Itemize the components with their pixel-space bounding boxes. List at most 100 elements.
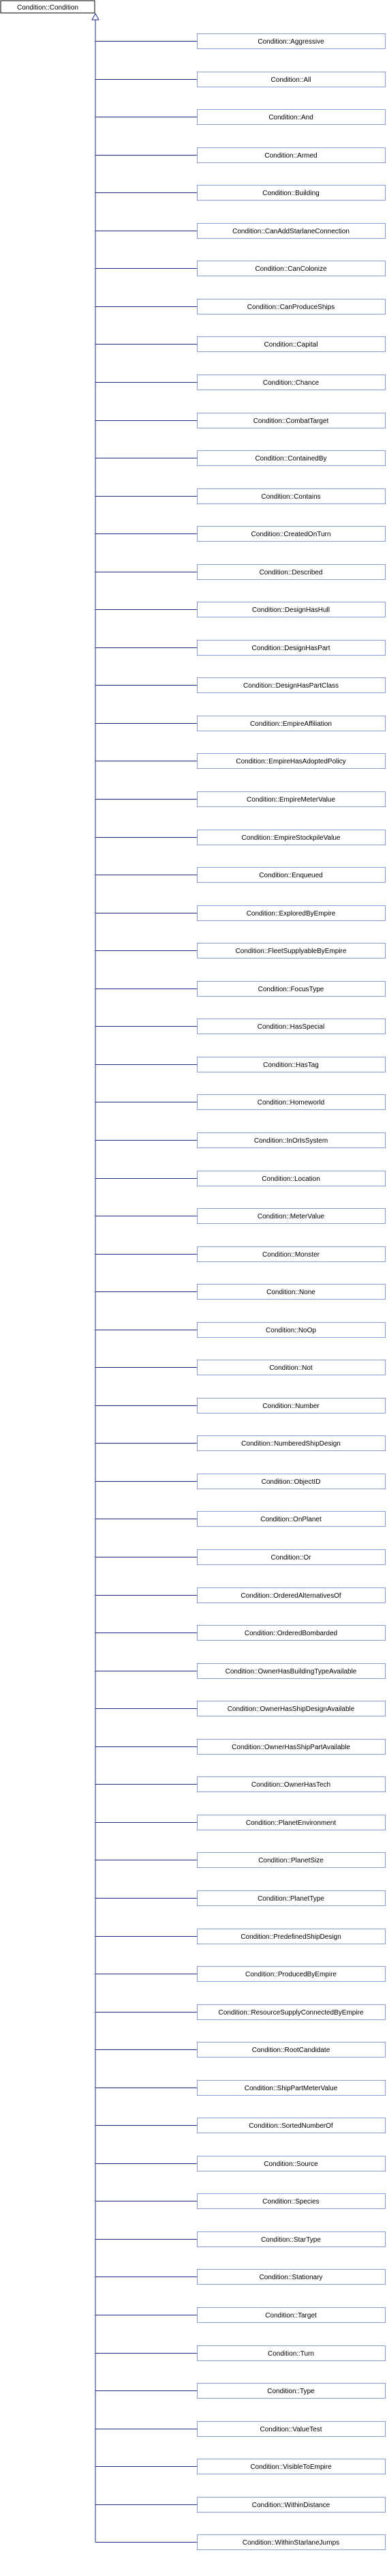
- class-node-owner-has-building-type-available[interactable]: Condition::OwnerHasBuildingTypeAvailable: [197, 1663, 386, 1679]
- class-node-not[interactable]: Condition::Not: [197, 1360, 386, 1375]
- class-node-numbered-ship-design[interactable]: Condition::NumberedShipDesign: [197, 1435, 386, 1451]
- class-node-focus-type[interactable]: Condition::FocusType: [197, 981, 386, 997]
- class-node-species[interactable]: Condition::Species: [197, 2193, 386, 2209]
- class-node-turn[interactable]: Condition::Turn: [197, 2345, 386, 2361]
- class-box: [197, 1929, 386, 1944]
- class-node-object-id[interactable]: Condition::ObjectID: [197, 1474, 386, 1489]
- class-node-contained-by[interactable]: Condition::ContainedBy: [197, 450, 386, 466]
- class-label: Condition::ObjectID: [262, 1478, 321, 1486]
- class-box: [197, 830, 386, 845]
- class-node-number[interactable]: Condition::Number: [197, 1398, 386, 1414]
- class-node-owner-has-ship-design-available[interactable]: Condition::OwnerHasShipDesignAvailable: [197, 1701, 386, 1716]
- class-label: Condition::PredefinedShipDesign: [241, 1933, 341, 1941]
- class-node-source[interactable]: Condition::Source: [197, 2156, 386, 2171]
- class-box: [197, 1322, 386, 1338]
- class-node-planet-type[interactable]: Condition::PlanetType: [197, 1890, 386, 1906]
- class-node-meter-value[interactable]: Condition::MeterValue: [197, 1208, 386, 1224]
- class-label: Condition::Target: [265, 2312, 317, 2319]
- class-label: Condition::WithinStarlaneJumps: [243, 2539, 339, 2547]
- class-node-can-colonize[interactable]: Condition::CanColonize: [197, 261, 386, 276]
- class-box: [197, 1474, 386, 1489]
- class-node-described[interactable]: Condition::Described: [197, 564, 386, 580]
- class-node-none[interactable]: Condition::None: [197, 1284, 386, 1300]
- class-node-in-or-is-system[interactable]: Condition::InOrIsSystem: [197, 1132, 386, 1148]
- class-node-or[interactable]: Condition::Or: [197, 1549, 386, 1565]
- class-node-aggressive[interactable]: Condition::Aggressive: [197, 33, 386, 49]
- class-node-homeworld[interactable]: Condition::Homeworld: [197, 1094, 386, 1110]
- class-box: [197, 1171, 386, 1186]
- class-node-within-distance[interactable]: Condition::WithinDistance: [197, 2497, 386, 2513]
- class-label: Condition::Source: [264, 2161, 318, 2168]
- class-node-owner-has-ship-part-available[interactable]: Condition::OwnerHasShipPartAvailable: [197, 1739, 386, 1755]
- class-node-produced-by-empire[interactable]: Condition::ProducedByEmpire: [197, 1966, 386, 1982]
- class-box: [197, 1019, 386, 1034]
- class-node-within-starlane-jumps[interactable]: Condition::WithinStarlaneJumps: [197, 2534, 386, 2550]
- class-node-owner-has-tech[interactable]: Condition::OwnerHasTech: [197, 1776, 386, 1792]
- class-label: Condition::Contains: [261, 493, 320, 501]
- class-node-empire-affiliation[interactable]: Condition::EmpireAffiliation: [197, 716, 386, 731]
- class-label: Condition::Or: [271, 1554, 312, 1562]
- class-label: Condition::Described: [260, 569, 323, 576]
- class-node-design-has-hull[interactable]: Condition::DesignHasHull: [197, 602, 386, 617]
- class-label: Condition::InOrIsSystem: [254, 1137, 328, 1145]
- class-node-created-on-turn[interactable]: Condition::CreatedOnTurn: [197, 526, 386, 542]
- class-label: Condition::WithinDistance: [252, 2502, 330, 2509]
- class-node-ship-part-meter-value[interactable]: Condition::ShipPartMeterValue: [197, 2080, 386, 2096]
- class-node-ordered-alternatives-of[interactable]: Condition::OrderedAlternativesOf: [197, 1587, 386, 1603]
- root-class-node[interactable]: Condition::Condition: [0, 0, 95, 14]
- class-node-combat-target[interactable]: Condition::CombatTarget: [197, 413, 386, 428]
- class-node-predefined-ship-design[interactable]: Condition::PredefinedShipDesign: [197, 1929, 386, 1944]
- class-node-capital[interactable]: Condition::Capital: [197, 336, 386, 352]
- class-node-target[interactable]: Condition::Target: [197, 2307, 386, 2323]
- class-node-armed[interactable]: Condition::Armed: [197, 147, 386, 163]
- class-node-star-type[interactable]: Condition::StarType: [197, 2231, 386, 2247]
- class-node-can-produce-ships[interactable]: Condition::CanProduceShips: [197, 299, 386, 314]
- class-node-has-tag[interactable]: Condition::HasTag: [197, 1057, 386, 1072]
- class-node-empire-has-adopted-policy[interactable]: Condition::EmpireHasAdoptedPolicy: [197, 753, 386, 769]
- class-node-design-has-part-class[interactable]: Condition::DesignHasPartClass: [197, 677, 386, 693]
- class-label: Condition::Number: [262, 1403, 320, 1410]
- inheritance-arrow-icon: [91, 12, 99, 20]
- class-label: Condition::HasTag: [263, 1062, 319, 1069]
- class-node-visible-to-empire[interactable]: Condition::VisibleToEmpire: [197, 2459, 386, 2474]
- class-box: [197, 2307, 386, 2323]
- class-node-value-test[interactable]: Condition::ValueTest: [197, 2421, 386, 2437]
- class-node-sorted-number-of[interactable]: Condition::SortedNumberOf: [197, 2118, 386, 2133]
- class-node-empire-meter-value[interactable]: Condition::EmpireMeterValue: [197, 791, 386, 807]
- class-node-chance[interactable]: Condition::Chance: [197, 375, 386, 390]
- class-node-ordered-bombarded[interactable]: Condition::OrderedBombarded: [197, 1625, 386, 1641]
- class-box: [197, 981, 386, 997]
- class-label: Condition::ValueTest: [260, 2426, 322, 2433]
- class-box: [197, 1587, 386, 1603]
- class-box: [197, 2156, 386, 2171]
- class-node-all[interactable]: Condition::All: [197, 72, 386, 87]
- class-node-empire-stockpile-value[interactable]: Condition::EmpireStockpileValue: [197, 830, 386, 845]
- class-node-and[interactable]: Condition::And: [197, 109, 386, 125]
- class-node-root-candidate[interactable]: Condition::RootCandidate: [197, 2042, 386, 2058]
- class-node-explored-by-empire[interactable]: Condition::ExploredByEmpire: [197, 905, 386, 921]
- class-node-enqueued[interactable]: Condition::Enqueued: [197, 867, 386, 883]
- class-node-no-op[interactable]: Condition::NoOp: [197, 1322, 386, 1338]
- class-node-contains[interactable]: Condition::Contains: [197, 488, 386, 504]
- class-label: Condition::OrderedBombarded: [245, 1630, 337, 1637]
- class-node-on-planet[interactable]: Condition::OnPlanet: [197, 1511, 386, 1527]
- class-node-planet-size[interactable]: Condition::PlanetSize: [197, 1852, 386, 1868]
- class-node-can-add-starlane-connection[interactable]: Condition::CanAddStarlaneConnection: [197, 223, 386, 239]
- class-label: Condition::All: [271, 76, 311, 84]
- class-node-design-has-part[interactable]: Condition::DesignHasPart: [197, 640, 386, 656]
- class-node-location[interactable]: Condition::Location: [197, 1171, 386, 1186]
- class-node-monster[interactable]: Condition::Monster: [197, 1246, 386, 1262]
- class-node-stationary[interactable]: Condition::Stationary: [197, 2269, 386, 2285]
- class-node-building[interactable]: Condition::Building: [197, 185, 386, 201]
- class-box: [197, 450, 386, 466]
- class-node-has-special[interactable]: Condition::HasSpecial: [197, 1019, 386, 1034]
- class-box: [197, 1435, 386, 1451]
- class-box: [197, 1360, 386, 1375]
- class-label: Condition::OwnerHasShipDesignAvailable: [228, 1706, 355, 1713]
- class-node-type[interactable]: Condition::Type: [197, 2383, 386, 2399]
- class-node-resource-supply-connected-by-empire[interactable]: Condition::ResourceSupplyConnectedByEmpi…: [197, 2004, 386, 2020]
- class-label: Condition::VisibleToEmpire: [250, 2463, 332, 2471]
- root-class-label: Condition::Condition: [17, 4, 78, 12]
- class-node-planet-environment[interactable]: Condition::PlanetEnvironment: [197, 1815, 386, 1830]
- class-node-fleet-supplyable-by-empire[interactable]: Condition::FleetSupplyableByEmpire: [197, 943, 386, 958]
